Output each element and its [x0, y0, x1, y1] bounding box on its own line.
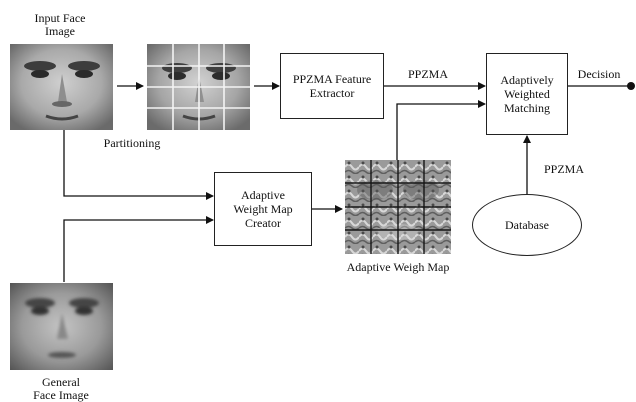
adaptive-weight-map-image: [345, 160, 451, 254]
matching-label: Adaptively Weighted Matching: [500, 73, 554, 115]
average-face-icon: [10, 283, 113, 370]
partitioned-face-icon: [147, 44, 250, 130]
weight-map-texture-icon: [345, 160, 451, 254]
decision-endpoint-dot: [627, 82, 635, 90]
partitioned-face-image: [147, 44, 250, 130]
matching-box: Adaptively Weighted Matching: [486, 53, 568, 135]
general-face-image: [10, 283, 113, 370]
general-face-label: General Face Image: [33, 375, 89, 402]
database-ellipse: Database: [472, 194, 582, 256]
ppzma-top-label: PPZMA: [407, 67, 448, 81]
partitioning-label: Partitioning: [103, 136, 161, 150]
ppzma-database-label: PPZMA: [543, 162, 584, 176]
feature-extractor-label: PPZMA Feature Extractor: [292, 72, 372, 100]
database-label: Database: [505, 217, 549, 232]
arrow-general-to-creator: [63, 216, 214, 282]
face-photo-icon: [10, 44, 113, 130]
input-face-image: [10, 44, 113, 130]
weight-map-creator-box: Adaptive Weight Map Creator: [214, 172, 312, 246]
weight-map-creator-label: Adaptive Weight Map Creator: [233, 188, 293, 230]
feature-extractor-box: PPZMA Feature Extractor: [280, 53, 384, 119]
input-face-label: Input Face Image: [34, 11, 86, 38]
decision-label: Decision: [577, 67, 621, 81]
adaptive-weigh-map-label: Adaptive Weigh Map: [346, 260, 450, 274]
arrow-face-to-creator: [63, 130, 214, 200]
arrow-map-to-matching: [396, 100, 486, 160]
